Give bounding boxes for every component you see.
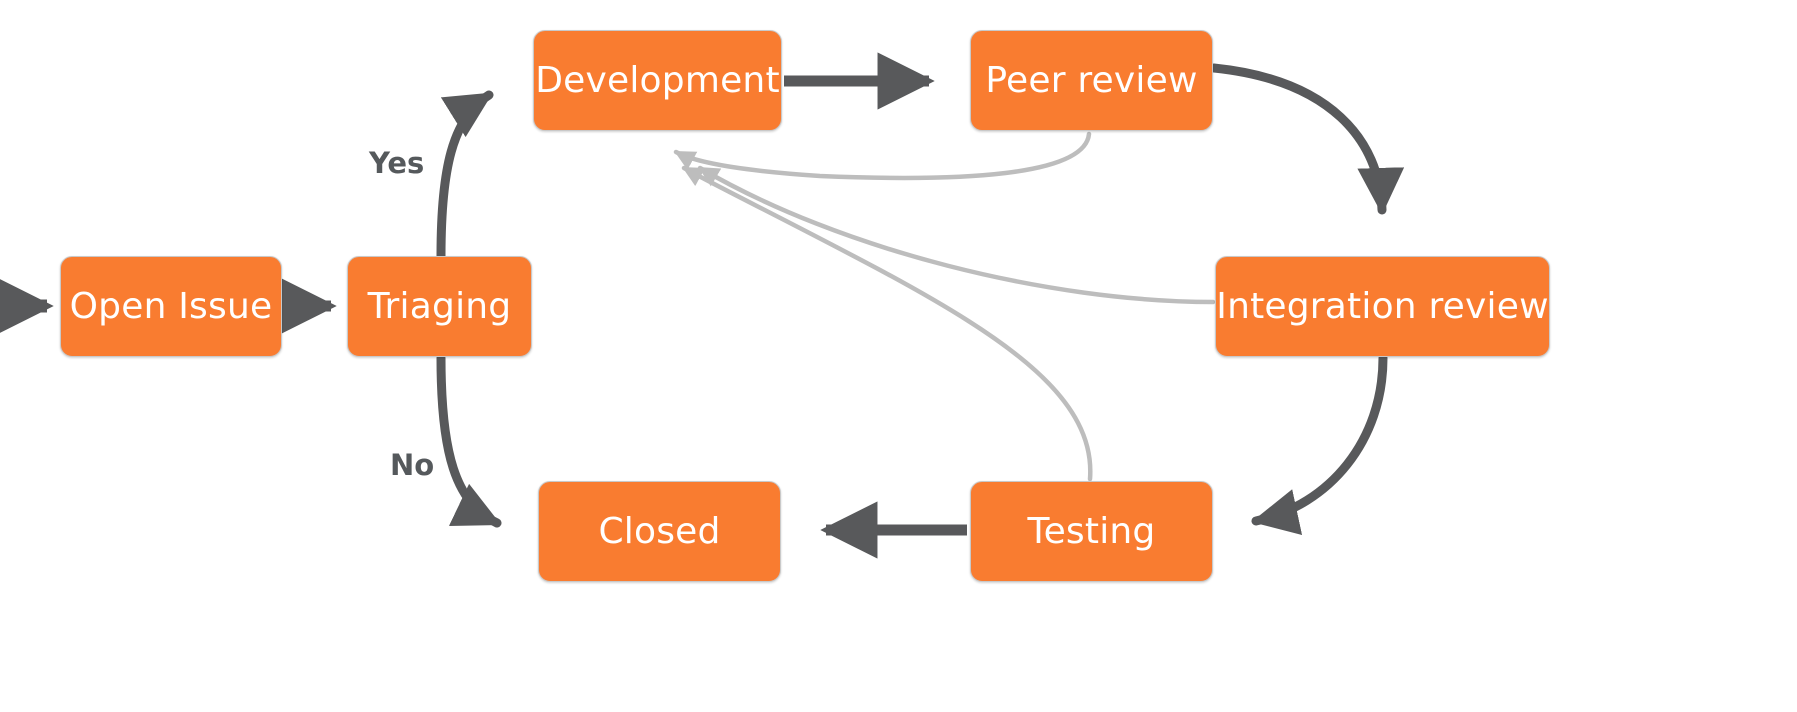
edge-label-no: No [390, 448, 435, 482]
node-triaging[interactable]: Triaging [347, 256, 532, 357]
node-integration-review[interactable]: Integration review [1215, 256, 1550, 357]
edge-integration-to-testing [1251, 353, 1388, 535]
edge-triaging-to-closed [436, 353, 502, 528]
node-label: Development [535, 60, 780, 101]
edge-peer-review-to-development [673, 131, 1092, 181]
node-label: Peer review [985, 60, 1198, 101]
edge-integration-to-development [697, 165, 1216, 305]
edge-triaging-to-development [436, 90, 494, 261]
node-open-issue[interactable]: Open Issue [60, 256, 282, 357]
edge-label-yes: Yes [369, 146, 425, 180]
node-closed[interactable]: Closed [538, 481, 781, 582]
node-peer-review[interactable]: Peer review [970, 30, 1213, 131]
node-development[interactable]: Development [533, 30, 782, 131]
node-label: Closed [598, 511, 721, 552]
node-label: Triaging [367, 286, 512, 327]
node-label: Integration review [1216, 286, 1549, 327]
node-testing[interactable]: Testing [970, 481, 1213, 582]
edge-peer-review-to-integration [1209, 63, 1405, 215]
edge-testing-to-development [681, 165, 1093, 482]
node-label: Testing [1027, 511, 1156, 552]
node-label: Open Issue [69, 286, 273, 327]
